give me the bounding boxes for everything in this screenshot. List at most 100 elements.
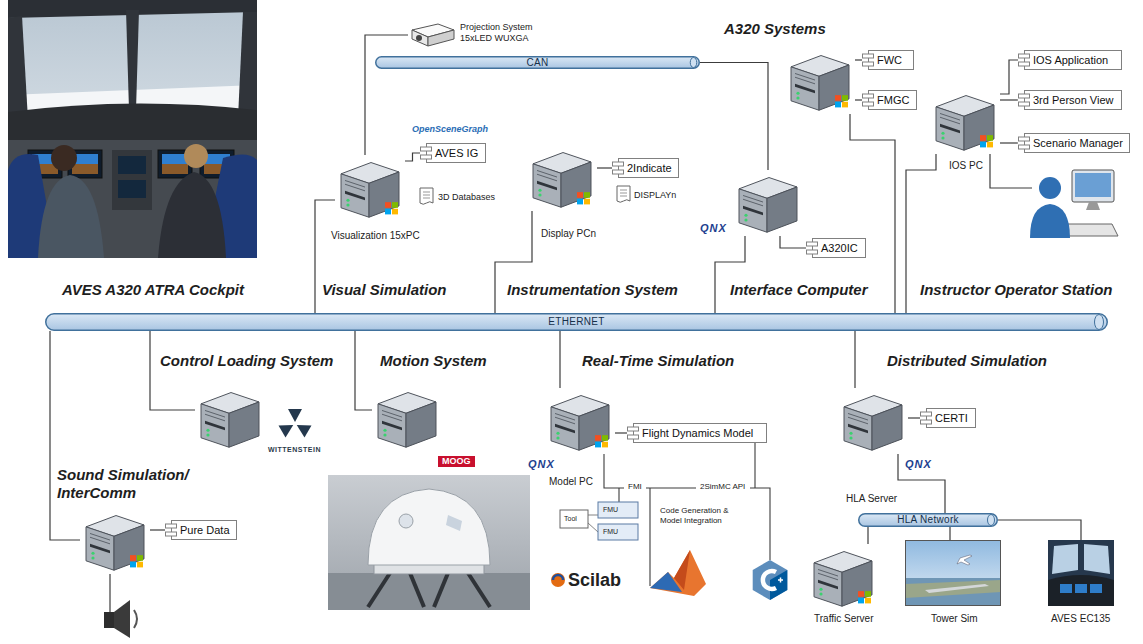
speaker-icon (114, 600, 130, 638)
component-box: 2Indicate (612, 158, 679, 178)
component-box-shape (1019, 54, 1030, 58)
component-box-shape (813, 239, 866, 258)
projector-node-shape (412, 30, 428, 46)
server-node-shape (739, 189, 767, 232)
server-node-shape (936, 107, 964, 150)
network-link (365, 35, 408, 155)
component-box: 3rd Person View (1018, 90, 1122, 110)
component-box: Scenario Manager (1018, 133, 1130, 153)
component-box: AVES IG (420, 143, 486, 163)
fmu-diagram (560, 502, 638, 540)
server-node-shape (406, 402, 436, 447)
network-link (867, 527, 868, 544)
cpp-logo (763, 571, 776, 589)
server-node: Interface Computer (728, 281, 870, 299)
server-node-shape (849, 436, 852, 439)
scilab-icon (551, 573, 565, 587)
photo-node-shape (1048, 540, 1114, 606)
component-box-shape (869, 91, 917, 110)
component-box-shape (1019, 102, 1030, 106)
server-node-shape (858, 591, 864, 597)
component-box: FWC (862, 50, 914, 70)
section-heading: Visual Simulation (320, 281, 448, 299)
component-box-shape (1019, 137, 1030, 141)
projector-node-shape (408, 20, 456, 50)
photo-node-shape (957, 555, 972, 565)
server-node-shape (378, 404, 406, 447)
label-layer: 3D Databases (438, 192, 495, 203)
server-node-shape (791, 67, 819, 110)
section-heading: A320 Systems (722, 20, 828, 38)
photo-node-shape (905, 580, 1001, 598)
motion-platform-photo (368, 489, 490, 565)
speaker-icon (104, 612, 114, 628)
photo-node-shape (162, 164, 188, 174)
matlab-logo (650, 550, 706, 596)
server-node-shape (577, 199, 583, 205)
photo-node-shape (1048, 540, 1114, 606)
network-bus: ETHERNET (45, 313, 1108, 331)
server-node: Visualization 15xPC (330, 230, 421, 242)
server-node-shape (744, 214, 747, 217)
server-node: Distributed SimulationHLA Server (838, 388, 908, 454)
fmu-diagram (598, 502, 638, 518)
vendor-logo: MOOG (438, 456, 475, 467)
network-link (597, 167, 612, 168)
component-box-shape (921, 412, 932, 416)
server-node: Model PC (548, 476, 594, 488)
server-node-shape (369, 172, 399, 217)
annotation: Code Generation & Model Integration (660, 506, 744, 526)
server-node-shape (835, 95, 841, 101)
server-node-shape (872, 405, 902, 450)
server-node: Motion System (378, 352, 489, 370)
server-node-shape (86, 527, 114, 570)
label-layer: Code Generation & Model Integration (660, 506, 744, 526)
document-icon (620, 190, 627, 191)
server-node-shape (537, 170, 557, 177)
component-box-shape (921, 420, 932, 424)
photo-node: Tower Sim (930, 613, 979, 625)
file-label: DISPLAYn (634, 190, 676, 201)
speaker-icon (104, 574, 137, 638)
component-box-shape (863, 102, 874, 106)
section-heading: Distributed Simulation (885, 352, 1049, 370)
cpp-logo (778, 578, 783, 583)
server-node-shape (842, 95, 848, 101)
server-node-shape (595, 442, 601, 448)
server-node-shape (577, 192, 583, 198)
component-box: FWC (862, 50, 914, 70)
label-layer: MOOG (438, 456, 475, 467)
label-layer: WITTENSTEIN (268, 446, 321, 454)
cpp-logo (753, 560, 788, 600)
server-node-shape (987, 142, 993, 148)
server-node-shape (345, 184, 365, 191)
server-node-shape (785, 48, 855, 114)
server-node-shape (205, 410, 225, 417)
photo-node-shape (238, 12, 257, 120)
wittenstein-logo (279, 409, 312, 438)
network-link (615, 432, 627, 433)
label-layer: QNX (528, 458, 555, 471)
bus-name: HLA Network (897, 515, 959, 525)
vendor-logo: WITTENSTEIN (268, 446, 321, 454)
network-bus-shape (46, 314, 1108, 331)
server-node: Distributed Simulation (885, 352, 1049, 370)
server-node-shape (743, 195, 763, 202)
network-link (405, 153, 420, 161)
fmu-diagram (560, 510, 588, 528)
server-node: A320 Systems (722, 20, 828, 38)
network-link (855, 59, 862, 60)
server-node-shape (835, 102, 841, 108)
network-link (700, 63, 768, 171)
motion-platform-photo (328, 475, 530, 610)
server-node-shape (848, 413, 868, 420)
server-node-shape (206, 429, 209, 432)
diagram-label: FMU (603, 528, 618, 536)
component-box-shape (1025, 51, 1122, 70)
server-node: Visual Simulation (320, 281, 448, 299)
component-name: FWC (877, 54, 902, 67)
component-box-shape (166, 524, 177, 528)
server-node-shape (930, 88, 1000, 154)
photo-node: AVES EC135 (1048, 540, 1114, 606)
